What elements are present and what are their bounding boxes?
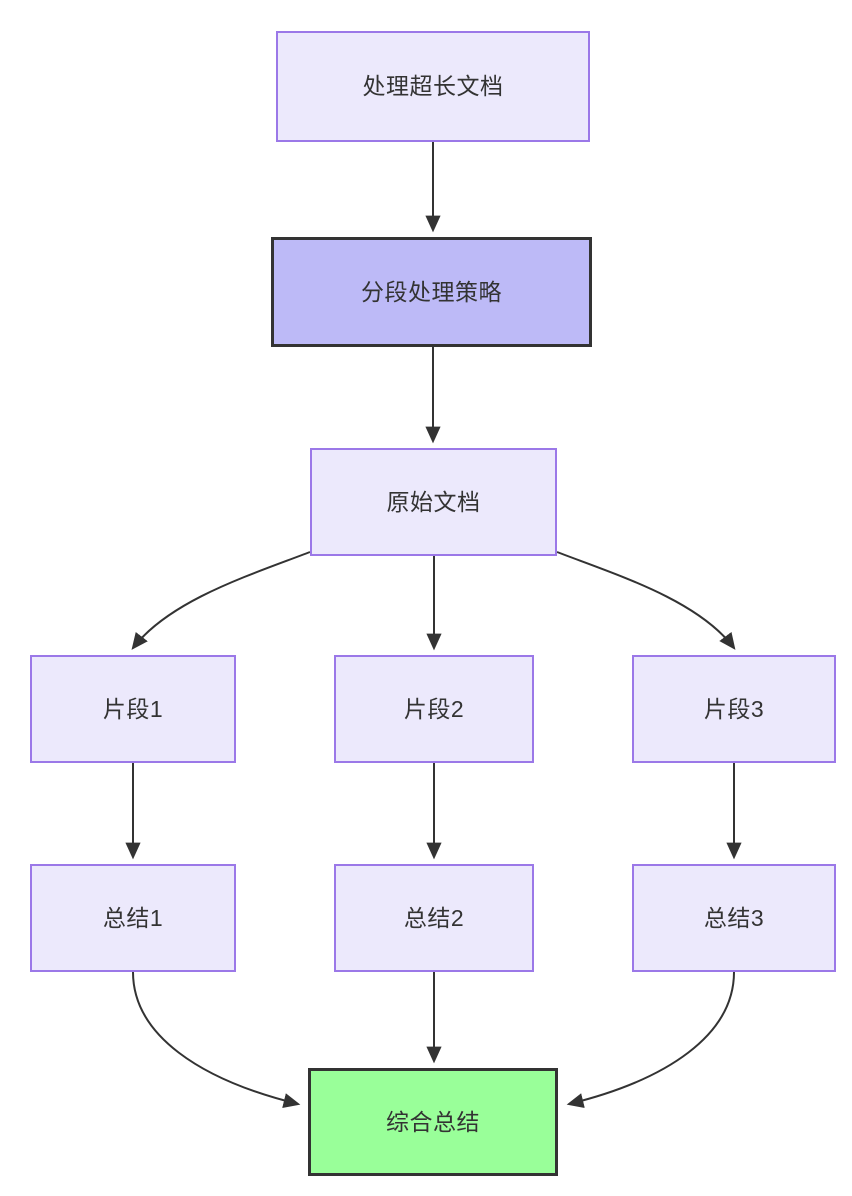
node-label: 总结2 xyxy=(403,904,465,931)
node-label: 总结1 xyxy=(102,904,164,931)
node-label: 片段3 xyxy=(703,695,765,722)
node-chunking-strategy[interactable]: 分段处理策略 xyxy=(271,237,592,347)
node-summary-2[interactable]: 总结2 xyxy=(334,864,534,972)
edge-sum3-to-final xyxy=(566,971,735,1108)
node-combined-summary[interactable]: 综合总结 xyxy=(308,1068,558,1176)
node-label: 处理超长文档 xyxy=(362,73,504,100)
node-summary-1[interactable]: 总结1 xyxy=(30,864,236,972)
node-summary-3[interactable]: 总结3 xyxy=(632,864,836,972)
node-chunk-2[interactable]: 片段2 xyxy=(334,655,534,763)
node-chunk-1[interactable]: 片段1 xyxy=(30,655,236,763)
node-chunk-3[interactable]: 片段3 xyxy=(632,655,836,763)
node-label: 分段处理策略 xyxy=(361,278,502,305)
edge-sum1-to-final xyxy=(132,971,301,1108)
edge-source-to-chunk1 xyxy=(131,551,311,650)
node-label: 片段2 xyxy=(403,695,465,722)
node-source-document[interactable]: 原始文档 xyxy=(310,448,557,556)
node-label: 综合总结 xyxy=(386,1108,480,1135)
edge-source-to-chunk3 xyxy=(556,551,736,650)
node-label: 片段1 xyxy=(102,695,164,722)
node-process-long-document[interactable]: 处理超长文档 xyxy=(276,31,590,142)
node-label: 原始文档 xyxy=(386,488,481,515)
node-label: 总结3 xyxy=(703,904,765,931)
